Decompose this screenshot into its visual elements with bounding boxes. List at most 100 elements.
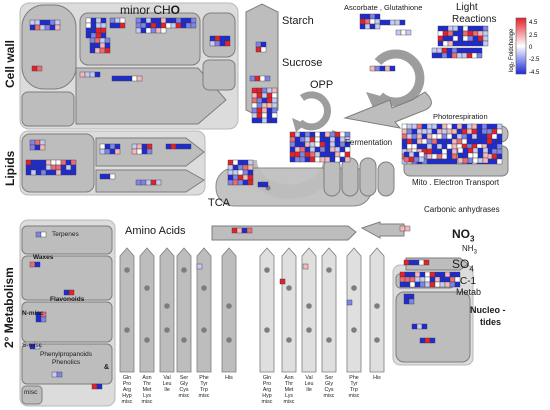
amino-acid-dot bbox=[351, 285, 357, 291]
heatmap-cell bbox=[441, 47, 448, 54]
mito-heatmap-3 bbox=[457, 147, 489, 164]
legend-title: log₂ Foldchange bbox=[509, 28, 515, 72]
heatmap-cell bbox=[491, 123, 498, 130]
heatmap-cell bbox=[150, 179, 157, 186]
heatmap-cell bbox=[482, 40, 489, 47]
heatmap-cell bbox=[100, 32, 107, 39]
heatmap-cell bbox=[165, 143, 172, 150]
amino-acid-name: misc bbox=[178, 393, 190, 399]
heatmap-cell bbox=[109, 22, 116, 29]
minor-cho-heatmap-3 bbox=[135, 17, 167, 34]
heatmap-cell bbox=[476, 138, 483, 145]
heatmap-cell bbox=[419, 281, 426, 288]
heatmap-cell bbox=[100, 27, 107, 34]
heatmap-cell bbox=[68, 289, 75, 296]
heatmap-cell bbox=[477, 30, 484, 37]
amino-acid-name: Trp bbox=[350, 387, 358, 393]
heatmap-cell bbox=[472, 30, 479, 37]
heatmap-cell bbox=[319, 151, 326, 158]
heatmap-cell bbox=[324, 131, 331, 138]
heatmap-cell bbox=[256, 117, 263, 124]
heatmap-cell bbox=[399, 19, 406, 26]
heatmap-cell bbox=[190, 17, 197, 24]
heatmap-cell bbox=[334, 141, 341, 148]
heatmap-cell bbox=[271, 107, 278, 114]
heatmap-cell bbox=[140, 27, 147, 34]
heatmap-cell bbox=[409, 276, 416, 283]
heatmap-cell bbox=[457, 157, 464, 164]
heatmap-cell bbox=[444, 276, 451, 283]
heatmap-cell bbox=[454, 281, 461, 288]
heatmap-cell bbox=[89, 42, 96, 49]
heatmap-cell bbox=[165, 22, 172, 29]
photorespiration-label: Photorespiration bbox=[433, 112, 488, 121]
cell-wall-heatmap-2 bbox=[31, 65, 43, 72]
lipid-heatmap-1 bbox=[29, 139, 46, 151]
heatmap-cell bbox=[294, 131, 301, 138]
heatmap-cell bbox=[394, 19, 401, 26]
amino-acid-dot bbox=[124, 267, 130, 273]
heatmap-cell bbox=[431, 52, 438, 59]
amino-acid-name: misc bbox=[198, 393, 210, 399]
heatmap-cell bbox=[369, 65, 376, 72]
nh3-label: NH3 bbox=[462, 245, 477, 256]
n-misc-label: N-misc bbox=[22, 310, 44, 317]
heatmap-cell bbox=[175, 143, 182, 150]
amino-acid-column bbox=[119, 247, 135, 373]
amino-acid-name: Val bbox=[163, 375, 171, 381]
heatmap-cell bbox=[436, 148, 443, 155]
heatmap-cell bbox=[34, 24, 41, 31]
heatmap-cell bbox=[466, 52, 473, 59]
heatmap-cell bbox=[185, 22, 192, 29]
heatmap-cell bbox=[304, 146, 311, 153]
cell-wall-heatmap bbox=[29, 19, 61, 31]
heatmap-cell bbox=[384, 65, 391, 72]
amino-acid-name: Asn bbox=[284, 375, 294, 381]
heatmap-cell bbox=[421, 143, 428, 150]
heatmap-cell bbox=[482, 25, 489, 32]
heatmap-cell bbox=[472, 147, 479, 154]
heatmap-cell bbox=[237, 174, 244, 181]
heatmap-cell bbox=[486, 133, 493, 140]
heatmap-cell bbox=[481, 133, 488, 140]
amino-acid-name: Cys bbox=[179, 387, 189, 393]
heatmap-cell bbox=[247, 164, 254, 171]
heatmap-cell bbox=[56, 371, 63, 378]
heatmap-cell bbox=[260, 46, 267, 53]
heatmap-cell bbox=[249, 75, 256, 82]
heatmap-cell bbox=[25, 164, 32, 171]
heatmap-cell bbox=[456, 52, 463, 59]
heatmap-cell bbox=[496, 143, 503, 150]
heatmap-cell bbox=[457, 147, 464, 154]
heatmap-cell bbox=[294, 141, 301, 148]
lipid-heatmap-main bbox=[25, 159, 77, 176]
nh3-sub: 3 bbox=[473, 249, 477, 256]
heatmap-cell bbox=[419, 337, 426, 344]
heatmap-cell bbox=[462, 35, 469, 42]
heatmap-cell bbox=[90, 27, 97, 34]
heatmap-cell bbox=[436, 133, 443, 140]
heatmap-cell bbox=[319, 131, 326, 138]
amino-acid-dot bbox=[164, 303, 170, 309]
amino-acid-group: His bbox=[219, 375, 239, 381]
heatmap-cell bbox=[109, 173, 116, 180]
secondary-metabolism-label: 2° Metabolism bbox=[2, 267, 16, 348]
heatmap-cell bbox=[40, 159, 47, 166]
heatmap-cell bbox=[146, 143, 153, 150]
legend-tick: 2.5 bbox=[529, 33, 538, 39]
heatmap-cell bbox=[481, 138, 488, 145]
heatmap-cell bbox=[404, 225, 411, 232]
heatmap-cell bbox=[90, 32, 97, 39]
heatmap-cell bbox=[457, 35, 464, 42]
heatmap-cell bbox=[150, 27, 157, 34]
heatmap-cell bbox=[401, 123, 408, 130]
no3-sub: 3 bbox=[470, 234, 475, 244]
heatmap-cell bbox=[405, 29, 412, 36]
heatmap-cell bbox=[304, 141, 311, 148]
heatmap-cell bbox=[259, 75, 266, 82]
heatmap-cell bbox=[185, 143, 192, 150]
heatmap-cell bbox=[237, 169, 244, 176]
nucleotide-heatmap-2 bbox=[411, 323, 428, 330]
amino-acid-name: Gln bbox=[262, 375, 272, 381]
